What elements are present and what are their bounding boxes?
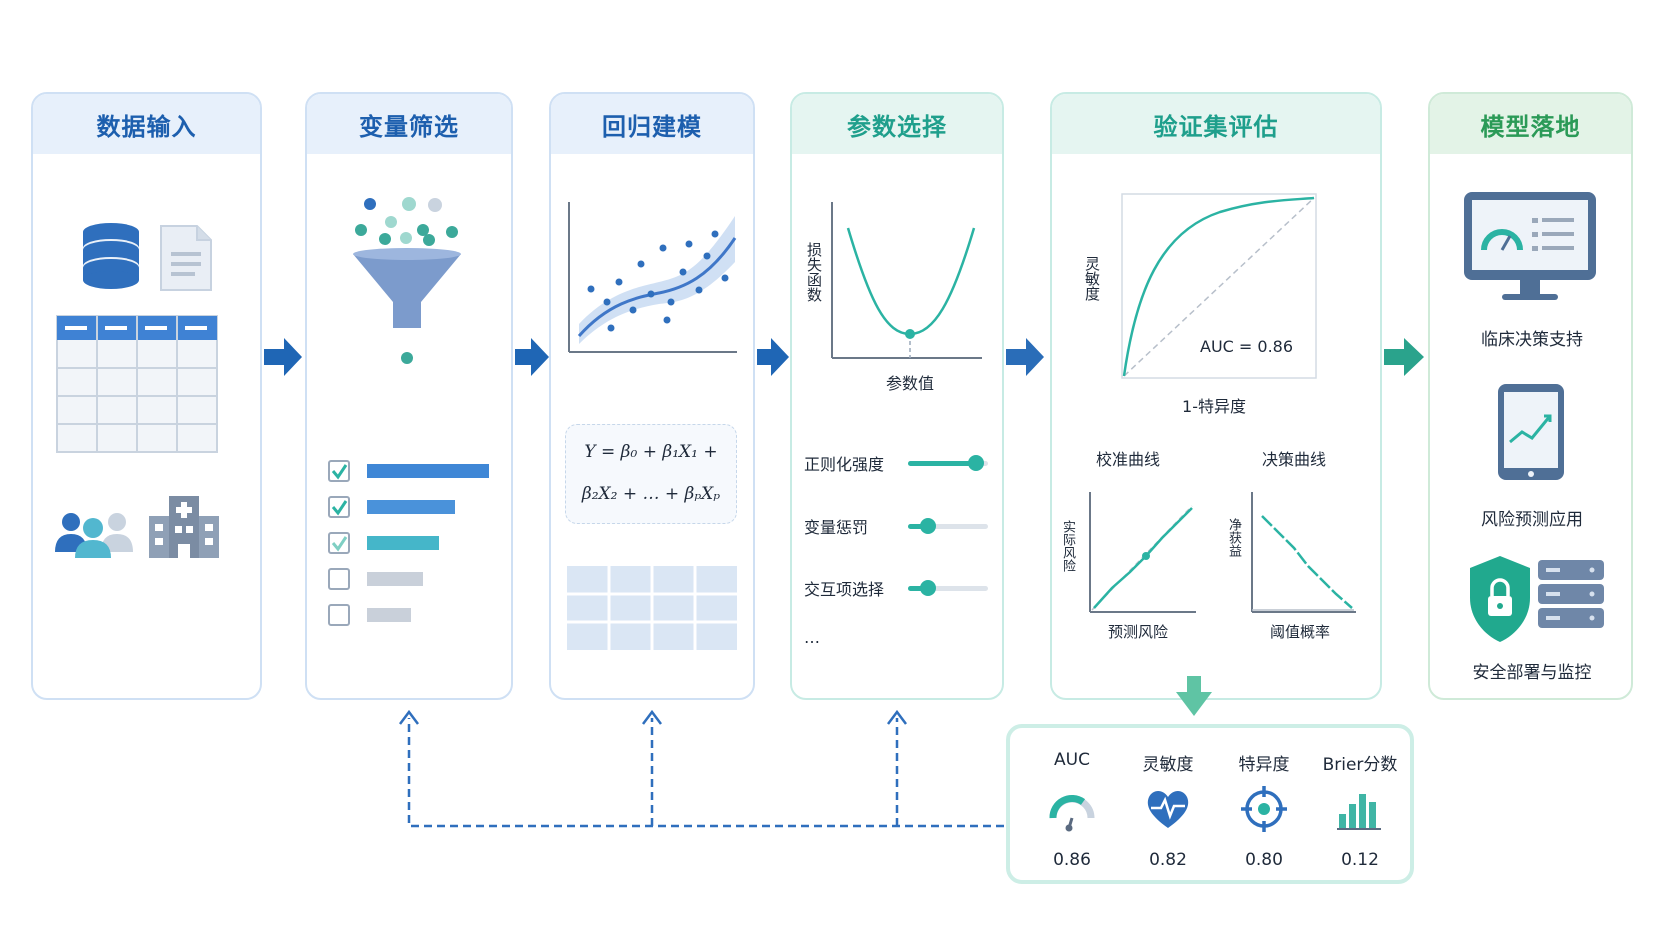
metric-auc: AUC 0.86 (1024, 728, 1120, 884)
hospital-icon (149, 496, 219, 558)
security-shield-icon (1470, 556, 1530, 642)
deployment-illustrations (1464, 192, 1604, 642)
heart-pulse-icon (1147, 791, 1189, 828)
tablet-app-icon (1498, 384, 1564, 480)
flow-arrow-icon (264, 338, 302, 376)
metric-name: AUC (1054, 750, 1090, 770)
slider-track[interactable] (908, 580, 988, 596)
panel-parameter-selection: 参数选择 (790, 92, 1004, 700)
loss-curve-plot (831, 202, 982, 359)
formula-line-1: Y = β₀ + β₁X₁ + (584, 442, 718, 462)
target-icon (1241, 786, 1287, 832)
evaluation-metrics-box: AUC 0.86 灵敏度 0.82 特异度 (1006, 724, 1414, 884)
metric-value: 0.80 (1245, 850, 1283, 870)
panel-title: 验证集评估 (1052, 94, 1380, 154)
panel-title: 变量筛选 (307, 94, 511, 154)
decision-curve-plot (1251, 492, 1356, 613)
metric-value: 0.12 (1341, 850, 1379, 870)
metric-sensitivity: 灵敏度 0.82 (1120, 728, 1216, 884)
decision-y-label: 净获益 (1226, 518, 1241, 557)
calibration-title: 校准曲线 (1095, 450, 1161, 469)
flow-arrow-icon (515, 338, 549, 376)
calibration-y-label: 实际风险 (1060, 520, 1075, 572)
calibration-curve-plot (1089, 492, 1196, 613)
data-table-icon (56, 315, 218, 453)
deploy-item-label: 风险预测应用 (1481, 510, 1583, 530)
metric-value: 0.82 (1149, 850, 1187, 870)
slider-label: 变量惩罚 (804, 518, 869, 537)
decision-x-label: 阈值概率 (1269, 623, 1331, 641)
server-monitor-icon (1538, 560, 1604, 628)
variable-selection-illustrations (328, 197, 489, 626)
loss-axis-label: 损失函数 (805, 242, 823, 302)
feature-checklist (328, 460, 489, 626)
panel-title: 回归建模 (551, 94, 753, 154)
slider-fill (908, 524, 928, 529)
metric-name: 特异度 (1238, 755, 1290, 775)
bar-chart-icon (1337, 794, 1381, 830)
regression-formula: Y = β₀ + β₁X₁ + β₂X₂ + … + βₚXₚ (565, 424, 737, 524)
roc-x-label: 1-特异度 (1182, 397, 1246, 416)
validation-plots (1089, 193, 1356, 613)
flow-arrow-icon (1384, 338, 1424, 376)
feedback-loop-lines (399, 709, 1004, 828)
slider-label: 正则化强度 (804, 455, 885, 474)
funnel-icon (353, 197, 461, 364)
monitor-dashboard-icon (1464, 192, 1596, 300)
regression-illustrations (567, 202, 737, 650)
roc-curve-plot (1121, 193, 1317, 379)
panel-title: 参数选择 (792, 94, 1002, 154)
metric-specificity: 特异度 0.80 (1216, 728, 1312, 884)
formula-line-2: β₂X₂ + … + βₚXₚ (581, 484, 721, 504)
metric-value: 0.86 (1053, 850, 1091, 870)
slider-track[interactable] (908, 518, 988, 534)
metric-name: 灵敏度 (1142, 755, 1194, 775)
roc-y-label: 灵敏度 (1083, 256, 1101, 301)
slider-handle[interactable] (968, 455, 984, 471)
calibration-x-label: 预测风险 (1107, 623, 1169, 641)
flow-arrow-icon (1006, 338, 1044, 376)
database-icon (83, 223, 139, 289)
panel-title: 模型落地 (1430, 94, 1631, 154)
slider-label: 交互项选择 (804, 580, 885, 599)
metric-brier: Brier分数 0.12 (1312, 728, 1408, 884)
more-parameters-ellipsis: … (804, 628, 820, 647)
gauge-icon (1049, 795, 1095, 832)
metric-name: Brier分数 (1322, 755, 1398, 775)
slider-handle[interactable] (920, 518, 936, 534)
slider-handle[interactable] (920, 580, 936, 596)
coefficient-table-icon (567, 566, 737, 650)
slider-track[interactable] (908, 455, 988, 471)
panel-variable-selection: 变量筛选 (305, 92, 513, 700)
deploy-item-label: 安全部署与监控 (1472, 663, 1592, 683)
auc-annotation: AUC = 0.86 (1200, 337, 1294, 356)
data-input-illustrations (55, 223, 219, 558)
down-arrow-icon (1176, 676, 1212, 716)
deploy-item-label: 临床决策支持 (1481, 330, 1583, 350)
patients-icon (55, 513, 133, 558)
slider-fill (908, 586, 928, 591)
regression-scatter-plot (568, 202, 737, 353)
decision-title: 决策曲线 (1261, 450, 1327, 469)
param-axis-label: 参数值 (885, 374, 935, 393)
flow-arrow-icon (757, 338, 789, 376)
panel-title: 数据输入 (33, 94, 260, 154)
slider-fill (908, 461, 976, 466)
document-icon (160, 225, 212, 291)
